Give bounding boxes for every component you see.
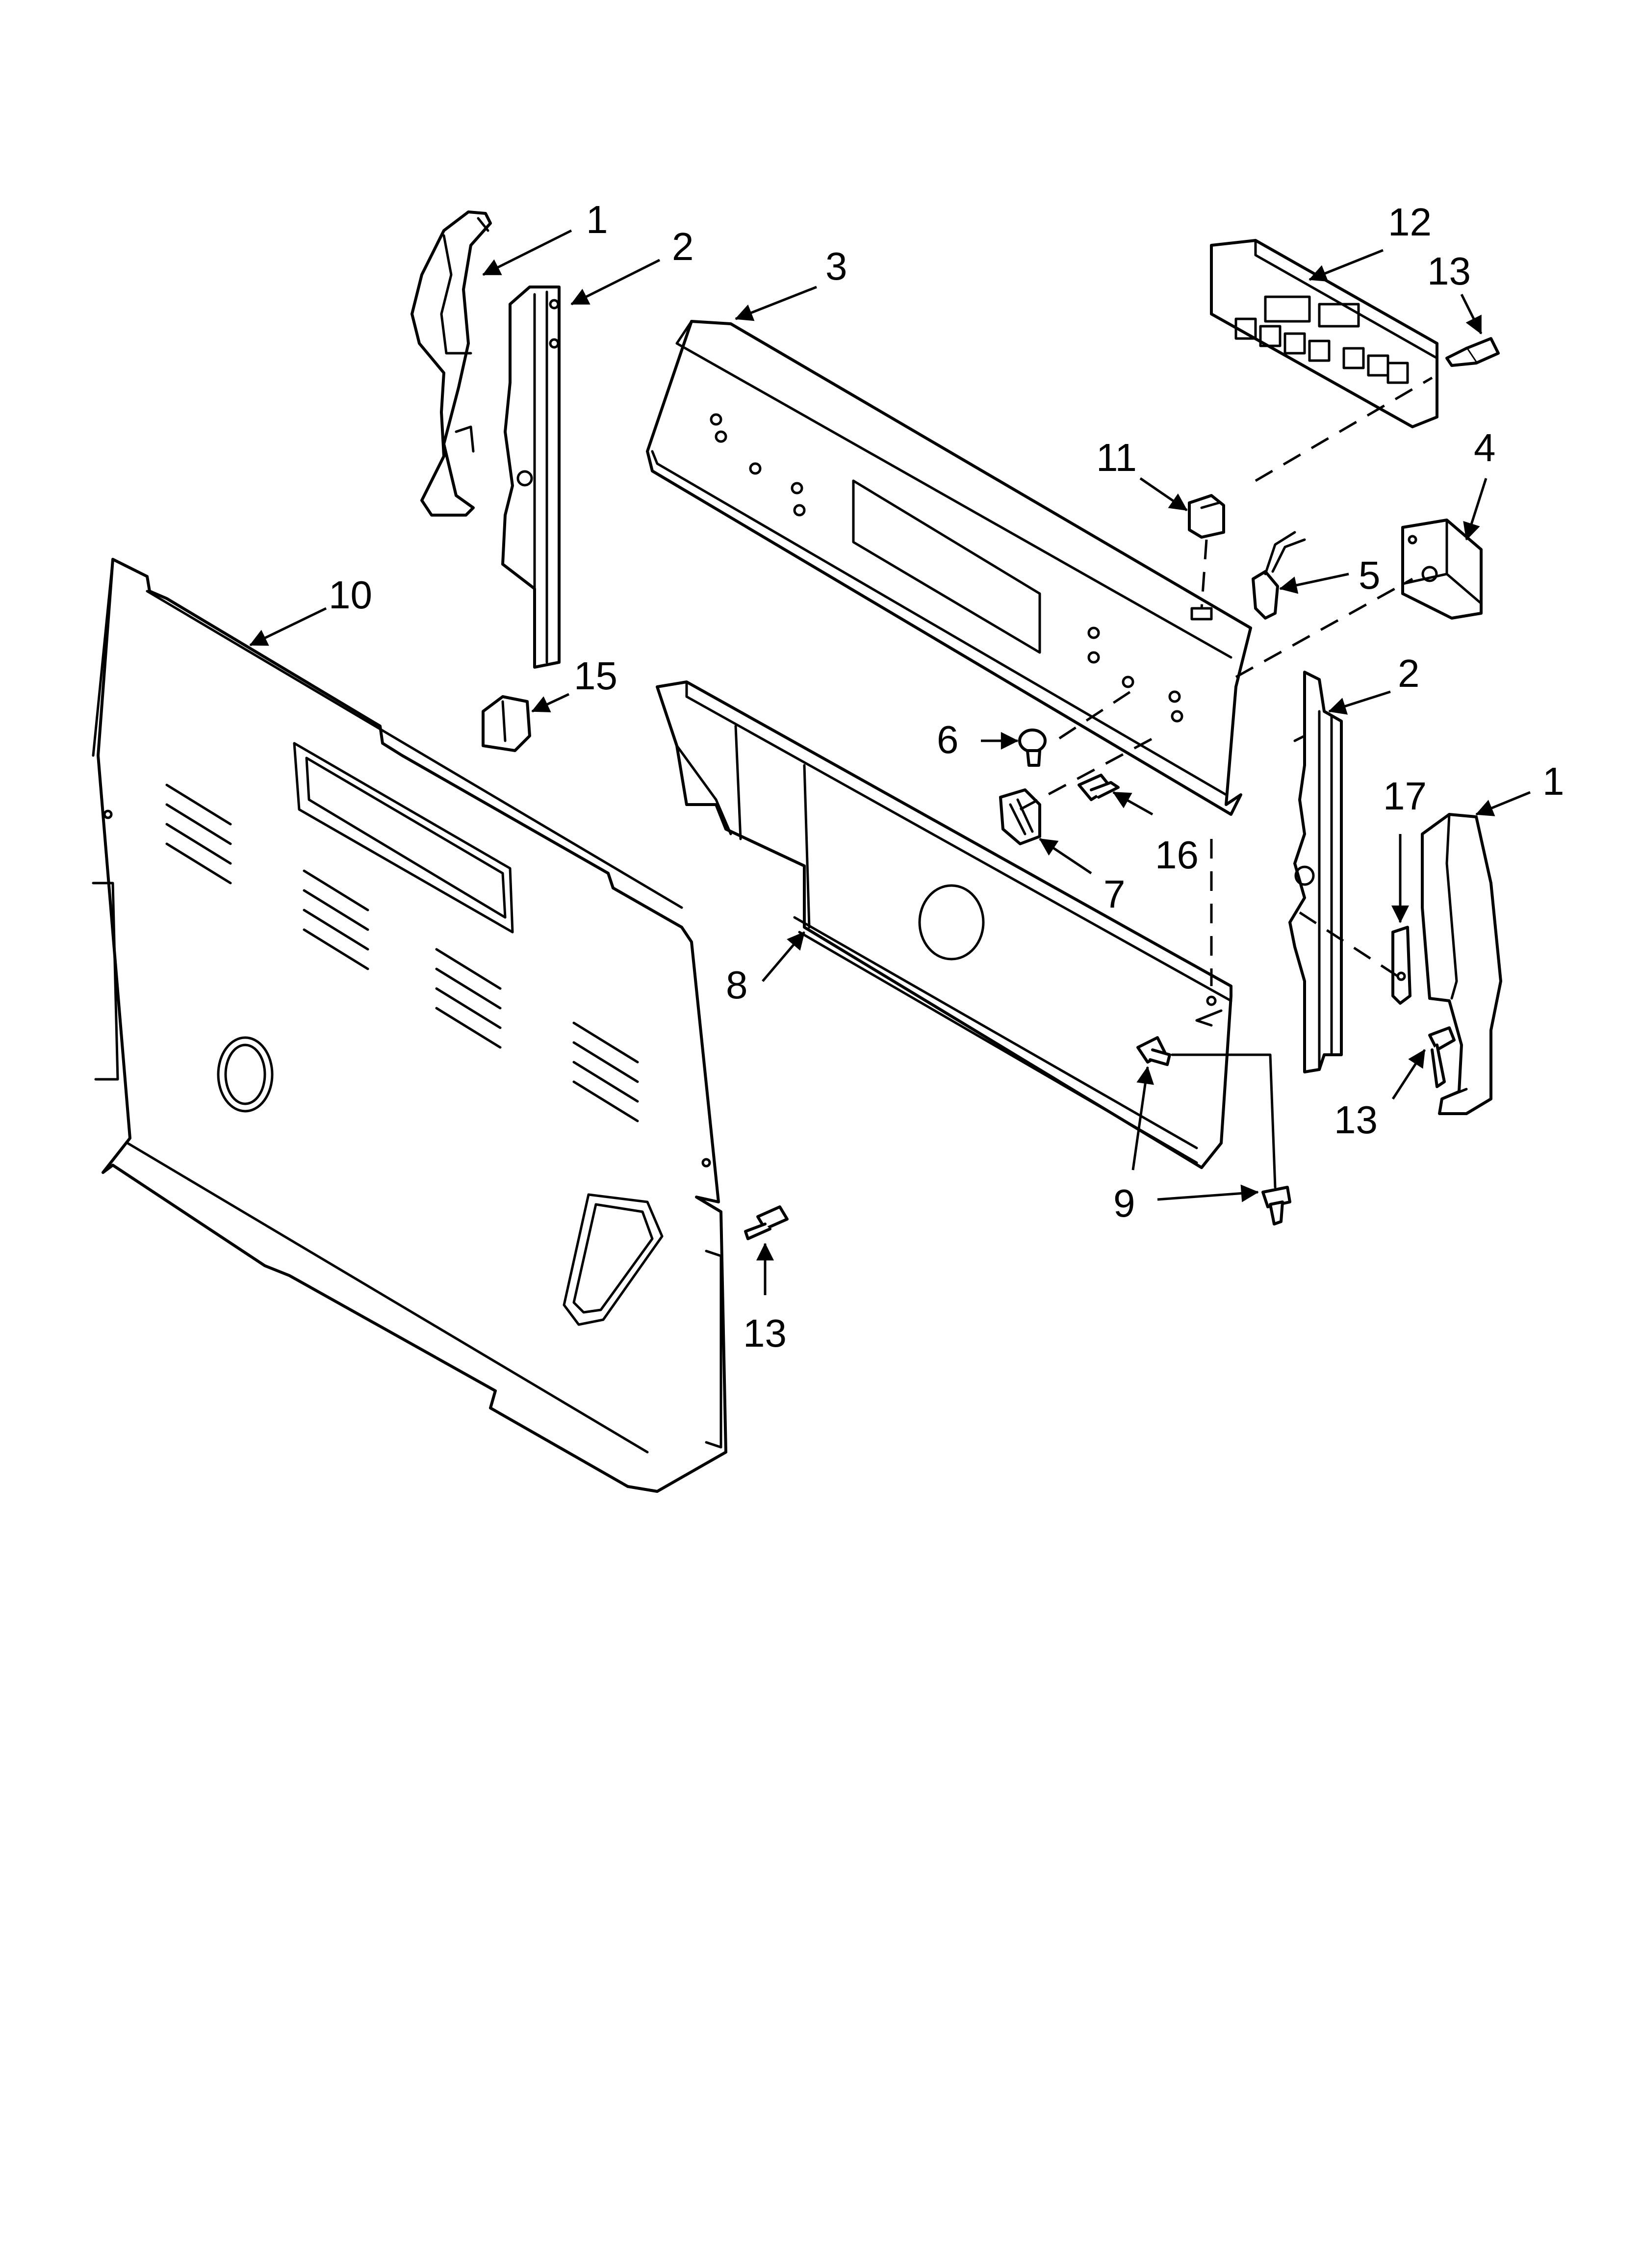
part-2-left-side-bracket (501, 286, 561, 669)
leader-9b (1157, 1184, 1259, 1202)
part-7-knob (999, 788, 1041, 845)
callout-12: 12 (1388, 200, 1432, 244)
part-6-button (1018, 729, 1047, 767)
callout-13b: 13 (743, 1311, 787, 1355)
leader-13a (1460, 293, 1483, 335)
callout-17: 17 (1383, 774, 1427, 818)
callout-1b: 1 (1542, 759, 1565, 803)
part-13-screw-top (1445, 337, 1500, 367)
callout-15: 15 (574, 654, 617, 698)
part-1-right-end-cap (1421, 813, 1502, 1115)
callout-8: 8 (726, 963, 748, 1007)
leader-2b (1328, 690, 1391, 715)
part-16-screw (1078, 774, 1120, 801)
part-4-infinite-switch (1401, 519, 1483, 620)
part-12-electronic-control (1210, 239, 1438, 428)
callout-13a: 13 (1427, 249, 1471, 293)
callout-16: 16 (1155, 833, 1199, 877)
callout-11: 11 (1096, 436, 1137, 479)
part-1-left-end-cap (410, 210, 492, 517)
leader-3 (735, 286, 817, 321)
leader-10 (249, 607, 327, 647)
part-15-clip (482, 695, 531, 752)
part-17-clip (1391, 926, 1411, 1005)
callout-2a: 2 (672, 225, 694, 268)
leader-1b (1475, 791, 1531, 816)
part-5-wire-harness (1252, 531, 1306, 620)
leader-15 (531, 693, 570, 713)
callout-7: 7 (1103, 872, 1126, 916)
callout-13c: 13 (1334, 1098, 1378, 1142)
leader-4 (1463, 478, 1488, 541)
callout-5: 5 (1359, 553, 1381, 597)
leader-12 (1308, 249, 1384, 282)
leader-5 (1279, 573, 1349, 594)
leader-9a (1131, 1066, 1154, 1171)
callout-9: 9 (1113, 1181, 1135, 1225)
callout-6: 6 (937, 718, 959, 761)
callout-4: 4 (1474, 426, 1496, 469)
part-13-screw-bottom (744, 1205, 789, 1240)
callout-2b: 2 (1398, 652, 1420, 695)
leader-2a (570, 259, 661, 306)
part-2-right-side-bracket (1288, 671, 1343, 1073)
part-9-screw-left (1136, 1036, 1171, 1066)
callout-labels: 1 2 3 12 13 11 4 5 10 15 2 6 17 1 16 7 8… (329, 198, 1565, 1355)
leader-arrows (249, 229, 1531, 1295)
leader-8 (762, 931, 805, 982)
part-9-screw-right (1261, 1186, 1291, 1225)
part-8-manifold-panel (656, 680, 1232, 1169)
callout-1a: 1 (586, 198, 608, 241)
alignment-lines (1019, 376, 1433, 1189)
part-11-switch (1188, 494, 1225, 539)
part-10-rear-panel (92, 558, 727, 1493)
leader-11 (1139, 477, 1188, 512)
callout-10: 10 (329, 573, 372, 617)
leader-16 (1112, 791, 1154, 816)
callout-3: 3 (825, 244, 847, 288)
leader-1a (482, 229, 572, 276)
leader-13c (1391, 1049, 1426, 1100)
leader-7 (1039, 837, 1092, 875)
part-3-control-panel (646, 320, 1252, 816)
part-13-screw-right (1428, 1026, 1456, 1088)
